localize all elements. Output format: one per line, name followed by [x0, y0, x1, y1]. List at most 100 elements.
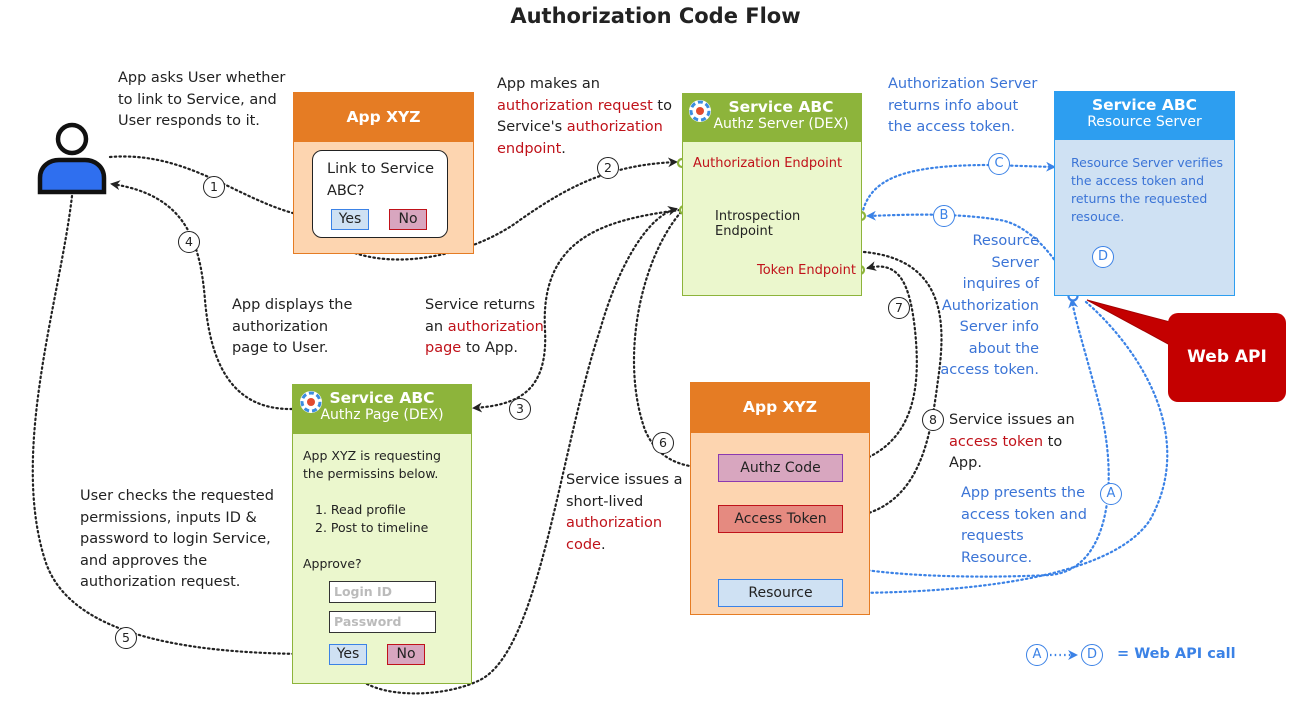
web-api-step-a: A	[1100, 483, 1122, 505]
page-title: Authorization Code Flow	[510, 4, 801, 28]
link-dialog-text: Link to Service ABC?	[327, 159, 434, 202]
dialog-line: Link to Service	[327, 161, 435, 177]
authorization-endpoint: Authorization Endpoint	[693, 156, 843, 171]
note-line: short-lived	[566, 493, 644, 510]
note-highlight: authorization	[566, 119, 663, 135]
note-line: inquires of	[962, 276, 1039, 292]
note-line: App displays the	[232, 297, 353, 313]
app-xyz-top-title: App XYZ	[346, 108, 421, 126]
note-line: Service issues an	[949, 412, 1075, 428]
note-highlight: endpoint	[497, 140, 562, 157]
authz-page-body: App XYZ is requesting the permissins bel…	[303, 447, 441, 573]
flow-4	[110, 180, 294, 411]
legend-d: D	[1081, 644, 1103, 666]
note-line: password to login Service,	[80, 531, 271, 547]
user-icon	[37, 122, 107, 195]
step-5: 5	[115, 627, 137, 649]
password-field[interactable]: Password	[329, 611, 436, 633]
note-text: .	[561, 140, 566, 157]
note-app-displays: App displays the authorization page to U…	[232, 295, 352, 360]
note-resource-server-inquires: Resource Server inquires of Authorizatio…	[930, 231, 1039, 382]
app-xyz-bottom-header: App XYZ	[691, 383, 869, 433]
note-line: access token and	[961, 506, 1087, 523]
note-line: App presents the	[961, 485, 1086, 501]
note-highlight: access token	[949, 433, 1044, 450]
authz-page-title: Service ABC	[329, 389, 435, 407]
note-text: an	[425, 318, 448, 335]
permission-item: 1. Read profile	[315, 502, 406, 517]
note-app-presents-token: App presents the access token and reques…	[961, 483, 1087, 569]
step-3: 3	[509, 398, 531, 420]
note-authorization-request: App makes an authorization request to Se…	[497, 74, 672, 160]
note-line: Resource.	[961, 549, 1033, 566]
step-1: 1	[203, 176, 225, 198]
flow-3	[472, 208, 682, 413]
web-api-step-c: C	[988, 153, 1010, 175]
login-id-field[interactable]: Login ID	[329, 581, 436, 603]
app-xyz-top: App XYZ Link to Service ABC? Yes No	[293, 92, 474, 254]
authz-code-item: Authz Code	[718, 454, 843, 482]
approve-label: Approve?	[303, 556, 362, 571]
authz-page-subtitle: Authz Page (DEX)	[320, 407, 444, 423]
step-6: 6	[652, 432, 674, 454]
note-user-checks: User checks the requested permissions, i…	[80, 486, 274, 594]
note-line: Server info	[959, 319, 1039, 335]
note-line: App makes an	[497, 76, 600, 92]
note-highlight: code	[566, 536, 601, 553]
yes-button-authz[interactable]: Yes	[329, 644, 367, 665]
web-api-callout: Web API	[1168, 313, 1286, 402]
flow-5b	[346, 205, 678, 695]
app-xyz-bottom-title: App XYZ	[743, 398, 817, 416]
link-dialog: Link to Service ABC? Yes No	[312, 150, 448, 238]
body-line: App XYZ is requesting	[303, 448, 441, 463]
token-endpoint: Token Endpoint	[757, 263, 856, 278]
step-7: 7	[888, 297, 910, 319]
note-line: App asks User whether	[118, 70, 286, 86]
authz-page-header: Service ABC Authz Page (DEX)	[293, 385, 471, 434]
note-line: Service issues a	[566, 472, 683, 488]
body-line: the access token and	[1071, 173, 1205, 188]
body-line: the permissins below.	[303, 466, 439, 481]
flow-2	[340, 157, 678, 261]
note-line: and approves the	[80, 552, 208, 569]
web-api-callout-pointer	[1086, 299, 1171, 346]
note-service-returns-page: Service returns an authorization page to…	[425, 295, 544, 360]
resource-item: Resource	[718, 579, 843, 607]
note-line: User checks the requested	[80, 488, 274, 504]
note-text: to App.	[461, 340, 518, 356]
note-line: App.	[949, 455, 982, 471]
yes-button-top[interactable]: Yes	[331, 209, 369, 230]
authz-page: Service ABC Authz Page (DEX) App XYZ is …	[292, 384, 472, 684]
step-8: 8	[922, 409, 944, 431]
body-line: Resource Server verifies	[1071, 155, 1224, 170]
note-line: Service returns	[425, 297, 536, 313]
flow-6	[632, 210, 718, 473]
note-authz-server-returns: Authorization Server returns info about …	[888, 74, 1037, 139]
note-highlight: authorization request	[497, 97, 653, 114]
note-line: requests	[961, 528, 1024, 544]
web-api-step-b: B	[933, 205, 955, 227]
app-xyz-top-header: App XYZ	[294, 93, 473, 142]
legend-label: = Web API call	[1117, 646, 1236, 662]
note-line: Resource	[972, 233, 1040, 249]
dex-logo-icon	[300, 391, 322, 413]
body-line: returns the requested	[1071, 191, 1208, 206]
flow-7	[840, 261, 918, 468]
resource-server: Service ABC Resource Server Resource Ser…	[1054, 91, 1235, 296]
introspection-endpoint: Introspection Endpoint	[715, 209, 801, 239]
flow-5	[31, 194, 330, 660]
note-line: to link to Service, and	[118, 91, 277, 108]
authz-server-subtitle: Authz Server (DEX)	[713, 116, 849, 132]
legend-a: A	[1026, 644, 1048, 666]
authz-server-title: Service ABC	[728, 98, 834, 116]
authz-server-header: Service ABC Authz Server (DEX)	[683, 94, 861, 142]
note-highlight: authorization	[447, 318, 544, 335]
note-line: Authorization Server	[888, 76, 1038, 92]
flow-c	[860, 161, 1056, 216]
no-button-top[interactable]: No	[389, 209, 427, 230]
note-highlight: authorization	[566, 515, 663, 531]
note-line: Server	[991, 254, 1039, 271]
no-button-authz[interactable]: No	[387, 644, 425, 665]
note-app-asks-user: App asks User whether to link to Service…	[118, 68, 285, 133]
note-line: page to User.	[232, 340, 329, 356]
